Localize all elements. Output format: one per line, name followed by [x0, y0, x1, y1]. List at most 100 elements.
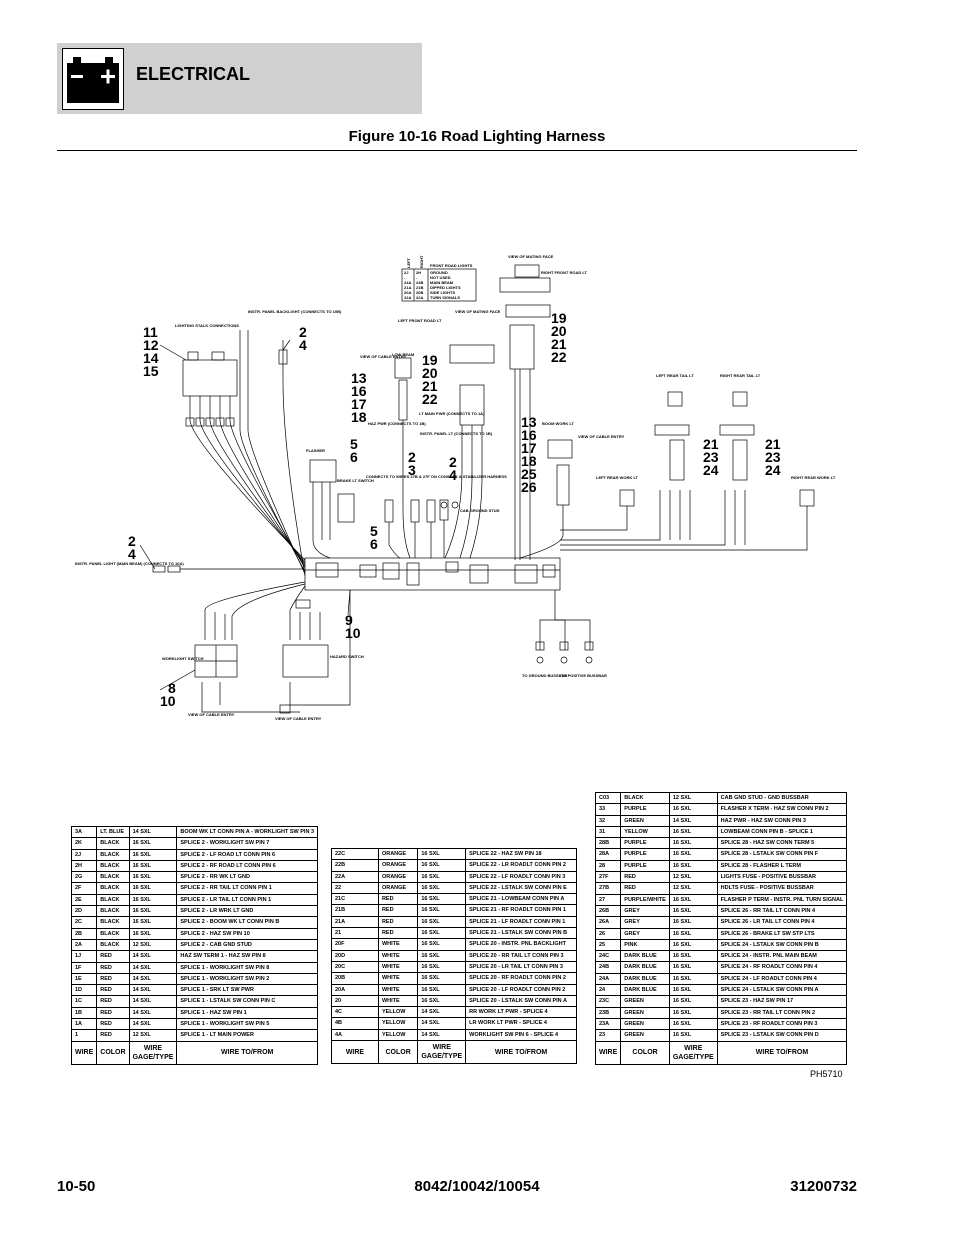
table-cell: WHITE	[377, 972, 419, 985]
label: FRONT ROAD LIGHTS	[430, 263, 473, 268]
table-cell: SPLICE 20 - RR TAIL LT CONN PIN 3	[465, 949, 577, 962]
table-cell: BLACK	[620, 791, 670, 804]
table-cell: SPLICE 21 - RF ROADLT CONN PIN 1	[465, 904, 577, 917]
table-cell: 14 SXL	[417, 1006, 467, 1018]
table-cell: 16 SXL	[128, 905, 178, 917]
table-cell: HAZ PWR - HAZ SW CONN PIN 3	[716, 814, 848, 827]
table-cell: 1E	[70, 972, 98, 985]
table-cell: 21	[331, 927, 379, 939]
table-cell: 2E	[70, 893, 98, 906]
label-right: RIGHT	[419, 255, 424, 268]
table-cell: 16 SXL	[668, 837, 718, 849]
front-road-table-cell: NOT USED	[430, 275, 451, 280]
table-cell: BLACK	[96, 905, 130, 917]
front-road-table-cell: 2J	[404, 270, 408, 275]
boom-work-lt	[556, 464, 570, 506]
callout-2: 2	[299, 324, 307, 340]
table-cell: PURPLE	[620, 848, 670, 861]
lighting-stalk-connector	[182, 359, 238, 397]
table-cell: SPLICE 28 - HAZ SW CONN TERM 5	[716, 837, 848, 849]
table-cell: SPLICE 2 - LR WRK LT GND	[176, 905, 319, 917]
label: CAB GROUND STUD	[460, 508, 500, 513]
table-cell: YELLOW	[377, 1028, 419, 1041]
table-cell: C03	[594, 791, 622, 804]
column-header: COLOR	[96, 1040, 130, 1065]
table-cell: 16 SXL	[668, 1029, 718, 1042]
splice-box	[445, 561, 459, 573]
label-left: LEFT	[406, 257, 411, 268]
callout-19: 19	[422, 352, 438, 368]
left-rear-tail-lt-connector	[667, 391, 683, 407]
label: TO GROUND BUSSBAR	[522, 673, 567, 678]
table-cell: 16 SXL	[417, 927, 467, 939]
table-cell: BLACK	[96, 837, 130, 850]
table-cell: SPLICE 28 - FLASHER L TERM	[716, 859, 848, 872]
table-cell: 16 SXL	[668, 950, 718, 962]
callout-4: 4	[449, 467, 457, 483]
label: CONNECTS TO WIRES 27B & 27F ON CONSOLE &…	[366, 474, 507, 479]
table-cell: 20B	[331, 972, 379, 985]
front-road-table-cell: MAIN BEAM	[430, 280, 454, 285]
front-road-table-cell: 21A	[404, 285, 411, 290]
table-cell: BLACK	[96, 927, 130, 940]
table-cell: 14 SXL	[128, 984, 178, 996]
column-header: WIRE TO/FROM	[716, 1040, 848, 1065]
table-cell: HAZ SW TERM 1 - HAZ SW PIN 8	[176, 950, 319, 963]
table-cell: 16 SXL	[668, 1006, 718, 1019]
table-cell: 2D	[70, 905, 98, 917]
table-cell: 16 SXL	[417, 972, 467, 985]
splice-box	[382, 562, 400, 580]
table-cell: 23A	[594, 1017, 622, 1030]
table-cell: PURPLE	[620, 803, 670, 816]
front-road-table-cell: 22A	[416, 295, 423, 300]
label: LT MAIN PWR (CONNECTS TO 1A)	[419, 411, 485, 416]
page-number: 10-50	[57, 1178, 96, 1195]
table-cell: RED	[96, 1018, 130, 1030]
label: INSTR. PANEL LIGHT (MAIN BEAM) (CONNECTS…	[75, 561, 184, 566]
table-cell: RED	[620, 882, 670, 895]
table-cell: 23C	[594, 995, 622, 1008]
wiring-diagram: 11 12 14 15 2 4 19 20 21 22 13 16 17 18 …	[75, 254, 836, 721]
table-cell: 16 SXL	[668, 984, 718, 996]
callout-19: 19	[551, 310, 567, 326]
label: BRAKE LT SWITCH	[337, 478, 374, 483]
table-cell: 1D	[70, 984, 98, 996]
low-beam-connector	[394, 357, 412, 379]
table-cell: SPLICE 1 - LT MAIN POWER	[176, 1029, 319, 1042]
table-cell: 1B	[70, 1006, 98, 1019]
table-cell: 16 SXL	[668, 927, 718, 940]
label: INSTR. PANEL BACKLIGHT (CONNECTS TO 10B)	[248, 309, 342, 314]
table-cell: 28	[594, 859, 622, 872]
table-cell: 16 SXL	[668, 859, 718, 872]
table-cell: SPLICE 1 - WORKLIGHT SW PIN 5	[176, 1018, 319, 1030]
callout-26: 26	[521, 479, 537, 495]
table-cell: RR WORK LT PWR - SPLICE 4	[465, 1006, 577, 1018]
table-cell: 2K	[70, 837, 98, 850]
table-cell: BLACK	[96, 871, 130, 883]
callout-12: 12	[143, 337, 159, 353]
table-cell: SPLICE 2 - LR TAIL LT CONN PIN 1	[176, 893, 319, 906]
column-header: WIRE GAGE/TYPE	[668, 1040, 718, 1065]
table-cell: BLACK	[96, 893, 130, 906]
table-cell: SPLICE 22 - LR ROADLT CONN PIN 2	[465, 859, 577, 872]
table-cell: 31	[594, 825, 622, 838]
